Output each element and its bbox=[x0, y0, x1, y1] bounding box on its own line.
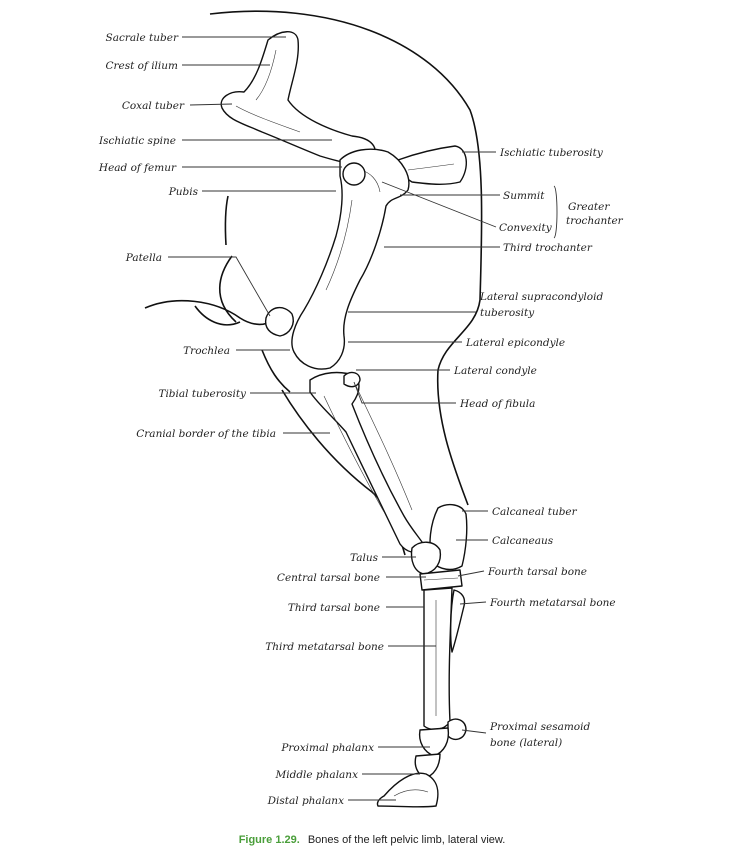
digit bbox=[376, 718, 467, 808]
figure-caption-text: Bones of the left pelvic limb, lateral v… bbox=[307, 834, 506, 846]
figure-caption: Figure 1.29. Bones of the left pelvic lim… bbox=[0, 834, 744, 846]
label-proximal-sesamoid: Proximal sesamoid bbox=[489, 721, 590, 733]
patella bbox=[264, 307, 294, 337]
label-convexity: Convexity bbox=[499, 222, 553, 234]
label-tibial-tuberosity: Tibial tuberosity bbox=[158, 388, 247, 400]
label-head-of-femur: Head of femur bbox=[98, 162, 177, 174]
labels-left: Sacrale tuber Crest of ilium Coxal tuber… bbox=[98, 32, 384, 807]
label-summit: Summit bbox=[503, 190, 545, 202]
label-sesamoid-lateral: bone (lateral) bbox=[490, 737, 562, 749]
label-fourth-metatarsal-bone: Fourth metatarsal bone bbox=[489, 597, 616, 609]
label-talus: Talus bbox=[350, 552, 379, 564]
label-trochanter: trochanter bbox=[566, 215, 624, 227]
label-third-tarsal-bone: Third tarsal bone bbox=[288, 602, 380, 614]
limb-diagram: Sacrale tuber Crest of ilium Coxal tuber… bbox=[98, 10, 624, 808]
label-coxal-tuber: Coxal tuber bbox=[122, 100, 185, 112]
label-distal-phalanx: Distal phalanx bbox=[267, 795, 344, 807]
label-middle-phalanx: Middle phalanx bbox=[274, 769, 358, 781]
label-crest-of-ilium: Crest of ilium bbox=[105, 60, 178, 72]
label-trochlea: Trochlea bbox=[183, 345, 230, 357]
pelvis bbox=[220, 31, 467, 185]
tibia bbox=[309, 371, 427, 554]
femur bbox=[291, 148, 410, 370]
label-ischiatic-spine: Ischiatic spine bbox=[98, 135, 176, 147]
figure-number: Figure 1.29. bbox=[238, 834, 300, 846]
label-head-of-fibula: Head of fibula bbox=[459, 398, 535, 410]
labels-right: Ischiatic tuberosity Summit Convexity Gr… bbox=[453, 147, 624, 749]
label-pubis: Pubis bbox=[168, 186, 199, 198]
label-third-trochanter: Third trochanter bbox=[503, 242, 593, 254]
label-lateral-epicondyle: Lateral epicondyle bbox=[465, 337, 565, 349]
body-outline bbox=[144, 10, 483, 556]
label-third-metatarsal-bone: Third metatarsal bone bbox=[265, 641, 384, 653]
label-lateral-supracondyloid: Lateral supracondyloid bbox=[479, 291, 603, 303]
label-ischiatic-tuberosity: Ischiatic tuberosity bbox=[499, 147, 604, 159]
label-calcaneal-tuber: Calcaneal tuber bbox=[492, 506, 578, 518]
label-greater: Greater bbox=[568, 201, 610, 213]
label-cranial-border-tibia: Cranial border of the tibia bbox=[136, 428, 276, 440]
label-central-tarsal-bone: Central tarsal bone bbox=[277, 572, 380, 584]
label-lateral-condyle: Lateral condyle bbox=[453, 365, 537, 377]
leader-lines bbox=[168, 36, 558, 801]
label-supracondyloid-tuberosity: tuberosity bbox=[480, 307, 535, 319]
label-fourth-tarsal-bone: Fourth tarsal bone bbox=[487, 566, 587, 578]
label-proximal-phalanx: Proximal phalanx bbox=[280, 742, 374, 754]
label-patella: Patella bbox=[125, 252, 162, 264]
label-sacrale-tuber: Sacrale tuber bbox=[106, 32, 179, 44]
metatarsus bbox=[423, 587, 466, 731]
label-calcaneaus: Calcaneaus bbox=[492, 535, 554, 547]
tarsus bbox=[410, 503, 468, 591]
